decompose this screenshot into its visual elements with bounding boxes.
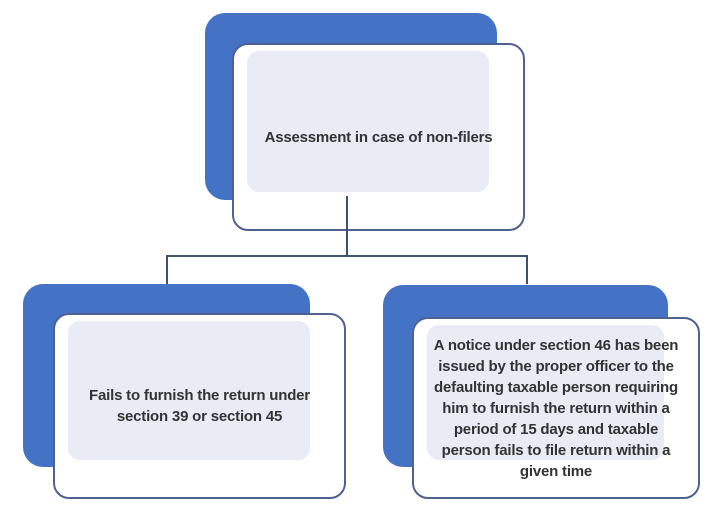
connector-right-drop	[526, 255, 528, 284]
node-inner-panel	[247, 51, 489, 192]
node-inner-panel	[68, 321, 310, 460]
connector-crossbar	[166, 255, 528, 257]
node-notice-section-46: A notice under section 46 has been issue…	[383, 285, 700, 499]
label-layer: A notice under section 46 has been issue…	[414, 319, 698, 497]
node-face-card: Assessment in case of non-filers	[232, 43, 525, 231]
connector-trunk	[346, 196, 348, 256]
node-face-card: A notice under section 46 has been issue…	[412, 317, 700, 499]
node-label: A notice under section 46 has been issue…	[433, 336, 679, 480]
node-assessment-nonfilers: Assessment in case of non-filers	[205, 13, 525, 231]
label-layer: Fails to furnish the return under sectio…	[55, 315, 344, 497]
node-label: Assessment in case of non-filers	[264, 128, 493, 146]
node-fails-to-furnish: Fails to furnish the return under sectio…	[23, 284, 346, 499]
connector-left-drop	[166, 255, 168, 284]
node-inner-panel	[427, 325, 664, 460]
node-label: Fails to furnish the return under sectio…	[89, 387, 310, 425]
node-face-card: Fails to furnish the return under sectio…	[53, 313, 346, 499]
label-layer: Assessment in case of non-filers	[234, 45, 523, 229]
